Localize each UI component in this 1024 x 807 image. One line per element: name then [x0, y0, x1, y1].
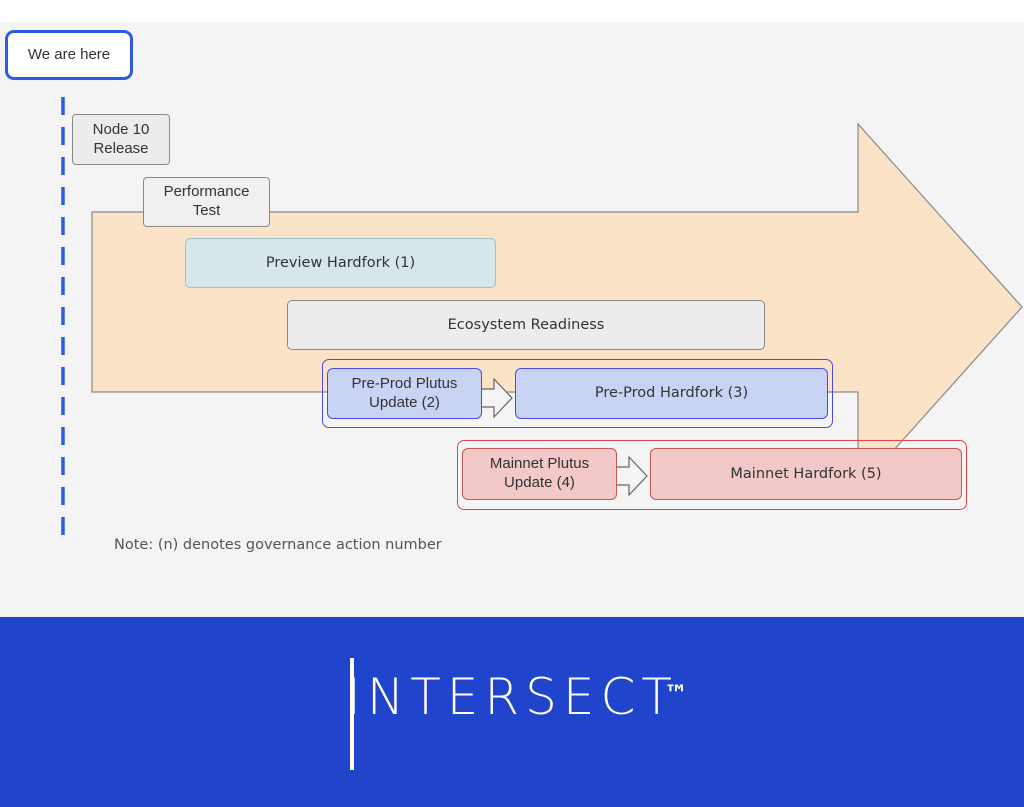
preprod-hardfork-label: Pre-Prod Hardfork (3) — [594, 385, 749, 402]
performance-test-label: Performance Test — [163, 183, 250, 219]
preview-hardfork-label: Preview Hardfork (1) — [265, 254, 416, 271]
preprod-hardfork-box: Pre-Prod Hardfork (3) — [515, 368, 828, 419]
intersect-logo-line-icon — [350, 658, 354, 770]
node-10-release-label: Node 10 Release — [92, 120, 150, 157]
preprod-group-outline — [322, 359, 833, 428]
preprod-plutus-update-box: Pre-Prod Plutus Update (2) — [327, 368, 482, 419]
mainnet-group-outline — [457, 440, 967, 510]
we-are-here-marker: We are here — [5, 30, 133, 80]
we-are-here-label: We are here — [27, 45, 111, 63]
node-10-release-box: Node 10 Release — [72, 114, 170, 165]
governance-note: Note: (n) denotes governance action numb… — [114, 537, 442, 553]
preview-hardfork-box: Preview Hardfork (1) — [185, 238, 496, 288]
mainnet-plutus-update-label: Mainnet Plutus Update (4) — [489, 455, 590, 491]
preprod-plutus-update-label: Pre-Prod Plutus Update (2) — [351, 374, 458, 411]
mainnet-plutus-update-box: Mainnet Plutus Update (4) — [462, 448, 617, 500]
ecosystem-readiness-box: Ecosystem Readiness — [287, 300, 765, 350]
mainnet-hardfork-box: Mainnet Hardfork (5) — [650, 448, 962, 500]
trademark-symbol: ™ — [664, 680, 688, 708]
performance-test-box: Performance Test — [143, 177, 270, 227]
footer-banner — [0, 617, 1024, 807]
mainnet-hardfork-label: Mainnet Hardfork (5) — [730, 465, 882, 482]
intersect-logo-wordmark: INTERSECT — [346, 668, 678, 726]
ecosystem-readiness-label: Ecosystem Readiness — [447, 316, 605, 333]
